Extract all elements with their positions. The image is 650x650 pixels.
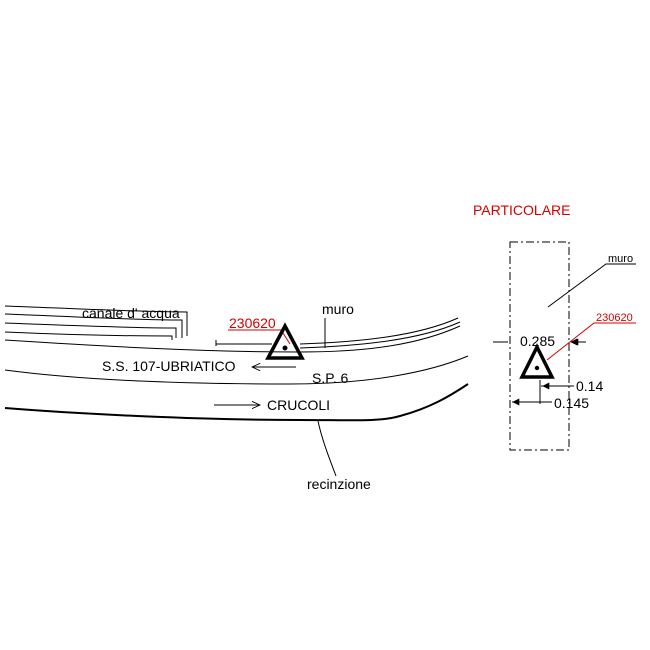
detail-title: PARTICOLARE	[473, 202, 571, 218]
label-recinzione: recinzione	[307, 476, 371, 492]
road-edge-lower	[4, 383, 469, 422]
label-muro: muro	[322, 301, 354, 317]
canal-line-2	[4, 313, 183, 338]
detail-muro-leader	[547, 263, 636, 308]
detail-label-muro: muro	[608, 253, 633, 265]
dim-a-label: 0.14	[576, 378, 603, 394]
label-ss107: S.S. 107-UBRIATICO	[102, 358, 236, 374]
wall-line-3	[299, 321, 461, 349]
label-sp6: S.P. 6	[312, 370, 349, 386]
canal-line-3	[4, 322, 177, 338]
wall-line-4	[299, 317, 459, 345]
dim-width-label: 0.285	[520, 333, 555, 349]
road-center-line	[4, 355, 469, 385]
label-canale: canale d' acqua	[82, 305, 180, 321]
label-crucoli: CRUCOLI	[267, 397, 330, 413]
road-edge-upper	[4, 325, 461, 353]
detail-triangle-icon	[519, 343, 555, 379]
canal-line-4	[4, 331, 173, 340]
detail-code-leader	[546, 322, 636, 361]
label-code: 230620	[229, 315, 276, 331]
canal-line-1	[4, 305, 188, 336]
plan-view	[4, 305, 469, 477]
detail-view	[493, 241, 636, 451]
detail-label-code: 230620	[596, 312, 633, 324]
benchmark-triangle-icon	[265, 322, 305, 360]
recinzione-leader	[317, 420, 337, 477]
dim-b-label: 0.145	[554, 395, 589, 411]
